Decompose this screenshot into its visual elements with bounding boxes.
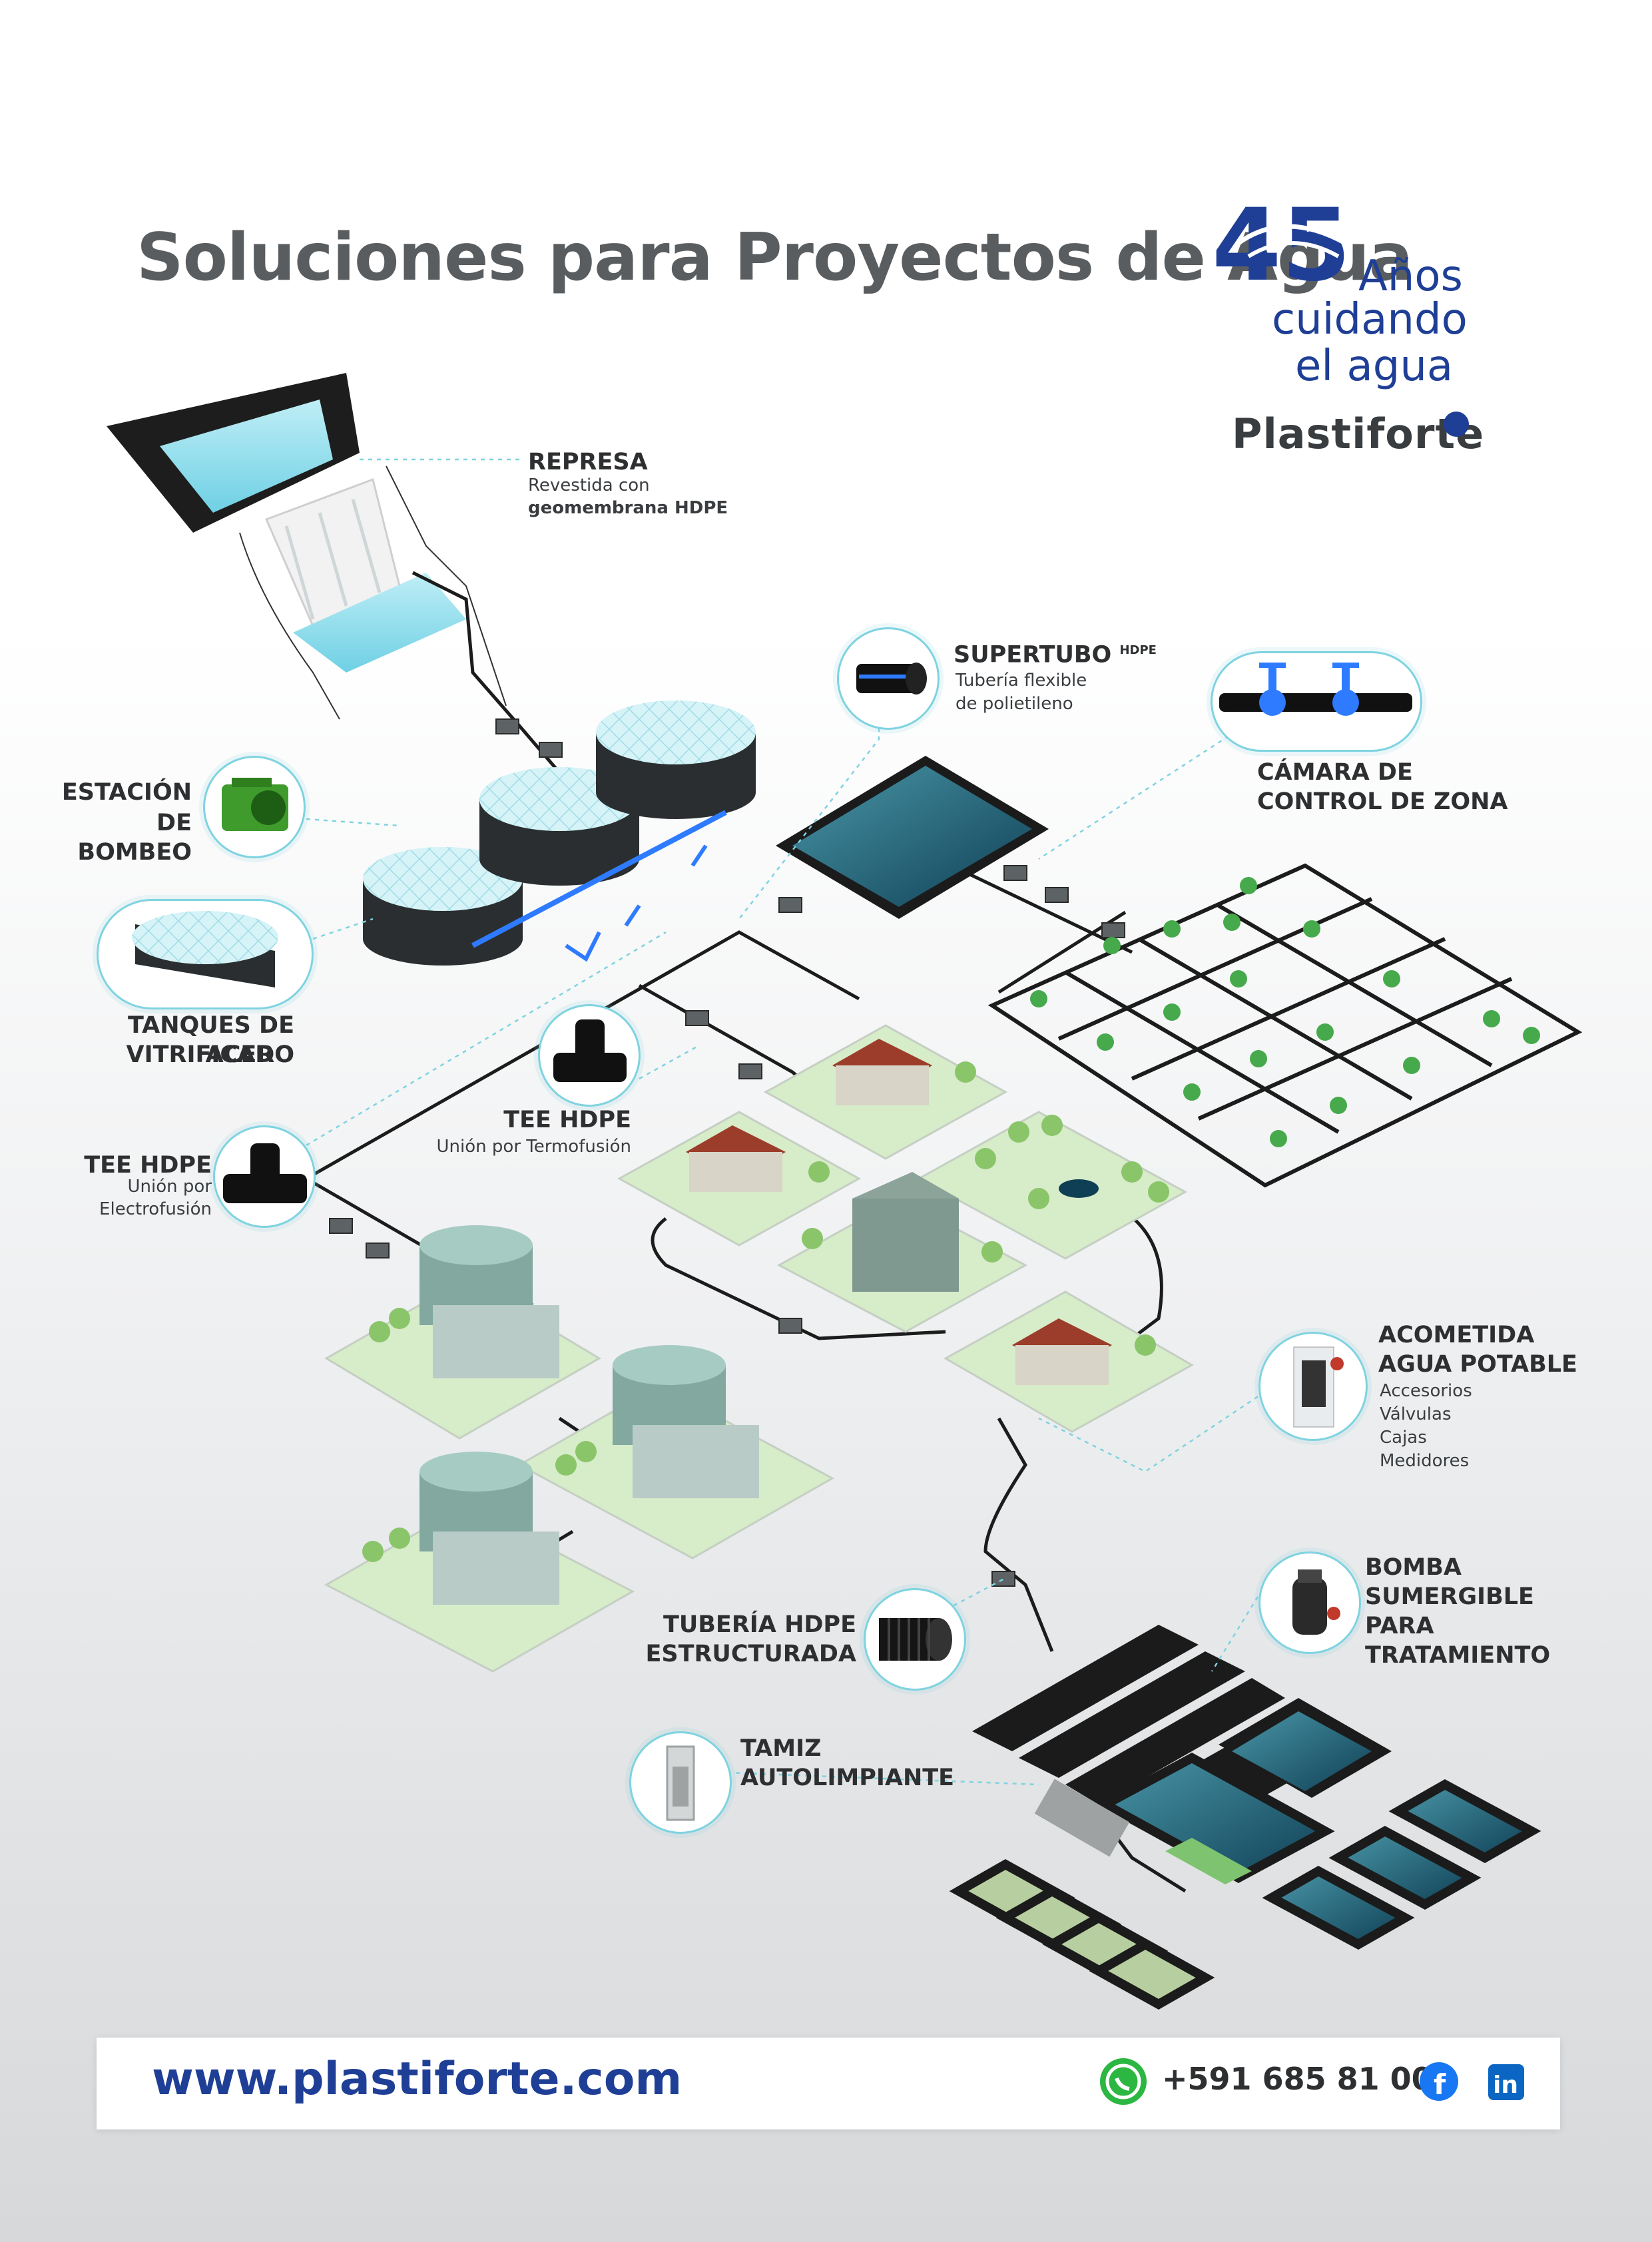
submersible-pump-callout [1258,1551,1361,1654]
tee-electro-title: TEE HDPE [84,1152,212,1179]
supertubo-title: SUPERTUBO HDPE [954,636,1157,670]
footer-bar [97,2038,1560,2129]
treatment-plant [949,1625,1541,2010]
represa-line1: Revestida con [528,475,650,495]
tee-termo-sub: Unión por Termofusión [436,1137,631,1157]
irrigation-grid [987,863,1583,1188]
leader-lines [306,458,1312,1786]
whatsapp-icon[interactable] [1097,2056,1149,2107]
structured-pipe-callout [864,1588,966,1691]
estacion-line2: DE BOMBEO [77,810,192,866]
reservoir-pond [776,756,1049,919]
facebook-icon[interactable]: f [1418,2061,1460,2102]
company-logo-mark [1444,412,1469,437]
bomba-line2: SUMERGIBLE [1365,1583,1534,1610]
supertubo-title-text: SUPERTUBO [954,641,1112,669]
steel-tanks [363,701,756,966]
represa-title: REPRESA [528,449,648,475]
tuberia-line2: ESTRUCTURADA [645,1641,856,1667]
tanques-line1: TANQUES DE ACERO [128,1012,294,1068]
residential-blocks [617,1024,1195,1433]
supertubo-callout [837,627,940,730]
tee-electro-sub1: Unión por [127,1177,212,1197]
camara-line1: CÁMARA DE [1257,759,1413,786]
tee-electro-sub2: Electrofusión [99,1199,212,1219]
acometida-item: Accesorios [1380,1381,1472,1401]
zone-control-callout [1211,651,1422,752]
dam-illustration [107,373,507,720]
tamiz-line2: AUTOLIMPIANTE [740,1765,955,1791]
brand-years-label: Años [1358,252,1463,301]
tuberia-line1: TUBERÍA HDPE [663,1611,856,1638]
acometida-item: Válvulas [1380,1404,1452,1424]
bomba-line1: BOMBA [1365,1554,1462,1581]
company-logo-text: Plastiforte [1232,410,1485,458]
acometida-item: Medidores [1380,1451,1470,1471]
website-link[interactable]: www.plastiforte.com [152,2053,683,2105]
pump-station-callout [203,756,306,858]
tanques-line2: VITRIFICADO [126,1041,294,1068]
brand-tagline-1: cuidando [1272,295,1468,344]
brand-tagline-2: el agua [1295,342,1454,391]
acometida-line1: ACOMETIDA [1378,1322,1535,1348]
tee-termo-title: TEE HDPE [503,1107,631,1133]
supertubo-line1: Tubería flexible [956,671,1087,691]
acometida-callout [1258,1332,1368,1441]
represa-line2: geomembrana HDPE [528,498,728,518]
industrial-blocks [324,1225,835,1673]
bomba-line3: PARA [1365,1613,1434,1639]
supertubo-superscript: HDPE [1119,643,1157,657]
pipe-joints [329,718,1125,1587]
tee-termofusion-callout [538,1004,641,1107]
acometida-item: Cajas [1380,1428,1427,1448]
phone-number[interactable]: +591 685 81 002 [1162,2061,1454,2097]
tamiz-line1: TAMIZ [740,1735,822,1762]
svg-text:f: f [1434,2068,1446,2101]
svg-text:in: in [1493,2072,1518,2099]
linkedin-icon[interactable]: in [1487,2063,1525,2102]
camara-line2: CONTROL DE ZONA [1257,788,1508,815]
brand-logo-45: 45 [1212,188,1358,304]
steel-tank-callout [97,899,314,1009]
tee-electrofusion-callout [213,1125,316,1228]
self-cleaning-screen-callout [629,1731,732,1834]
acometida-line2: AGUA POTABLE [1378,1351,1577,1378]
estacion-line1: ESTACIÓN [61,779,192,806]
irrigation-plants [1030,877,1540,1147]
page-title: Soluciones para Proyectos de Agua [137,220,1413,296]
supertubo-line2: de polietileno [956,694,1073,714]
bomba-line4: TRATAMIENTO [1365,1642,1551,1669]
